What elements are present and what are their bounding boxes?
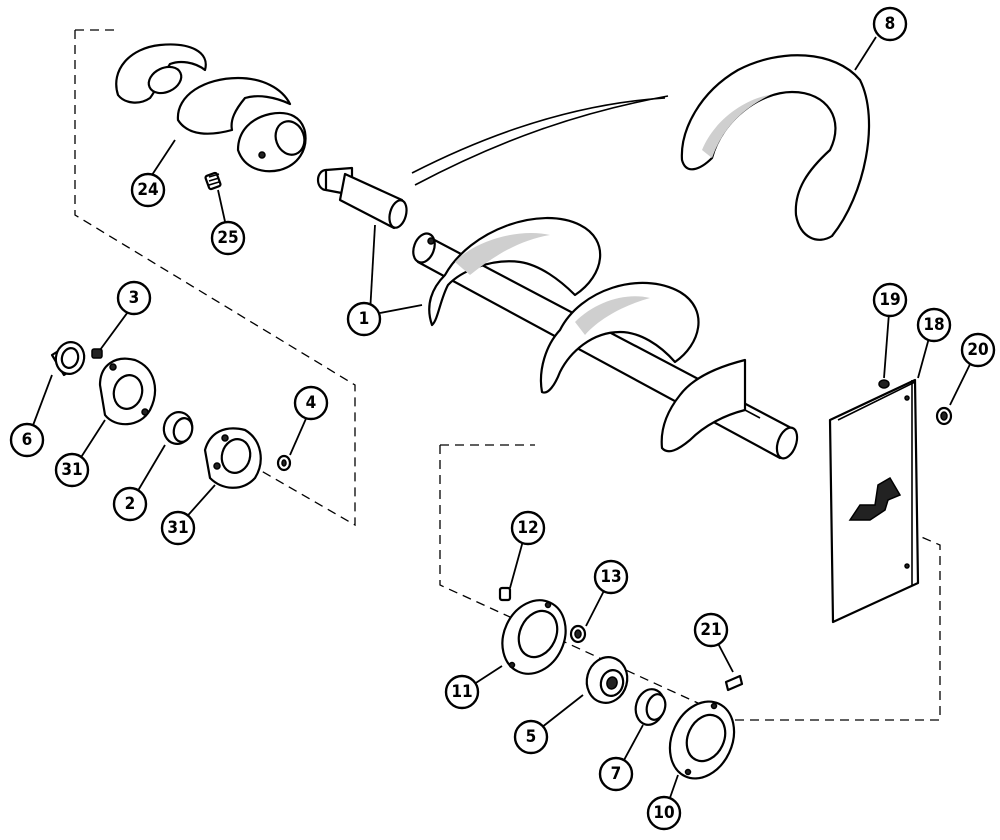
callout-6: 6 — [9, 422, 45, 458]
svg-text:25: 25 — [217, 228, 238, 248]
callout-19: 19 — [872, 282, 908, 318]
svg-text:12: 12 — [517, 518, 538, 538]
svg-text:1: 1 — [359, 309, 370, 329]
nut-part-19 — [878, 379, 890, 389]
callout-20: 20 — [960, 332, 996, 368]
bearing-part-6 — [50, 341, 86, 377]
callout-10: 10 — [646, 795, 682, 831]
callout-5: 5 — [513, 719, 549, 755]
svg-text:24: 24 — [137, 180, 158, 200]
flange-part-31-lower — [203, 427, 262, 489]
callout-7: 7 — [598, 756, 634, 792]
pin-part-21 — [724, 674, 744, 692]
callout-3: 3 — [116, 280, 152, 316]
callout-18: 18 — [916, 307, 952, 343]
flange-part-31-upper — [98, 357, 157, 426]
nut-part-13 — [569, 624, 587, 644]
callout-31-upper: 31 — [54, 452, 90, 488]
svg-text:10: 10 — [653, 803, 674, 823]
callout-21: 21 — [693, 612, 729, 648]
callout-11: 11 — [444, 674, 480, 710]
svg-text:31: 31 — [167, 518, 188, 538]
callout-12: 12 — [510, 510, 546, 546]
svg-text:6: 6 — [22, 430, 33, 450]
svg-text:4: 4 — [306, 393, 317, 413]
callout-1: 1 — [346, 301, 382, 337]
bearing-insert-part-2 — [162, 411, 194, 445]
flange-ring-part-10 — [668, 700, 736, 780]
flight-segment-part-8 — [411, 54, 871, 241]
upper-left-group-outline — [74, 30, 356, 527]
nut-part-4 — [276, 454, 292, 472]
svg-text:21: 21 — [700, 620, 721, 640]
end-plate-part-18 — [828, 378, 920, 624]
callout-13: 13 — [593, 559, 629, 595]
svg-text:13: 13 — [600, 567, 621, 587]
flange-ring-part-11 — [501, 599, 567, 675]
bearing-part-5 — [585, 656, 629, 704]
callout-8: 8 — [872, 6, 908, 42]
sleeve-part-7 — [634, 688, 667, 726]
svg-text:20: 20 — [967, 340, 988, 360]
set-screw-part-25 — [204, 171, 222, 191]
callout-2: 2 — [112, 486, 148, 522]
bolt-part-12 — [498, 586, 512, 602]
svg-text:31: 31 — [61, 460, 82, 480]
stub-shaft-part-1 — [316, 166, 408, 230]
callout-25: 25 — [210, 220, 246, 256]
svg-text:5: 5 — [526, 727, 537, 747]
callout-4: 4 — [293, 385, 329, 421]
callout-24: 24 — [130, 172, 166, 208]
svg-text:3: 3 — [129, 288, 140, 308]
lower-right-group-outline — [439, 444, 941, 721]
svg-text:2: 2 — [125, 494, 136, 514]
nut-part-20 — [935, 406, 953, 426]
bolt-part-3 — [91, 348, 103, 359]
svg-text:7: 7 — [611, 764, 622, 784]
svg-text:19: 19 — [879, 290, 900, 310]
svg-text:11: 11 — [451, 682, 472, 702]
main-auger-part-1 — [412, 216, 799, 460]
flighting-part-24 — [115, 43, 307, 173]
svg-text:18: 18 — [923, 315, 944, 335]
svg-text:8: 8 — [885, 14, 896, 34]
callout-31-lower: 31 — [160, 510, 196, 546]
